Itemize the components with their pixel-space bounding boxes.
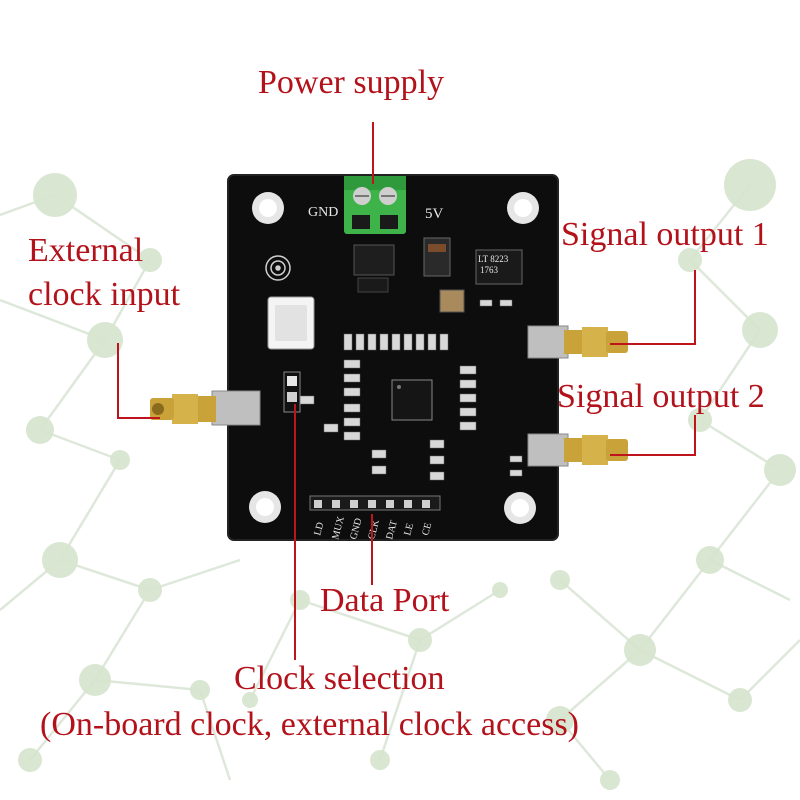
- leader-external-clock: [117, 343, 160, 419]
- mounting-hole-top-left: [252, 192, 284, 224]
- smd-components: [299, 299, 523, 481]
- label-clock-selection-line1: Clock selection: [234, 660, 445, 697]
- leader-signal-output-2: [610, 415, 696, 456]
- label-power-supply: Power supply: [258, 64, 445, 101]
- label-signal-output-2: Signal output 2: [557, 378, 765, 415]
- rf-logo: [265, 255, 291, 281]
- synthesizer-ic: [391, 379, 433, 421]
- label-signal-output-1: Signal output 1: [561, 216, 769, 253]
- silk-5v: 5V: [425, 206, 444, 222]
- data-port-pin-labels: LD MUX GND CLK DAT LE CE: [312, 515, 434, 541]
- crystal-oscillator: [267, 296, 315, 350]
- mounting-hole-bottom-left: [249, 491, 281, 523]
- label-data-port: Data Port: [320, 582, 450, 619]
- chip-marking-2: 1763: [480, 265, 499, 275]
- tantalum-capacitor-mid: [439, 289, 465, 313]
- pin-label-clk: CLK: [366, 518, 382, 541]
- mounting-hole-top-right: [507, 192, 539, 224]
- tantalum-capacitor-top: [423, 237, 451, 277]
- label-clock-selection-line2: (On-board clock, external clock access): [40, 706, 580, 743]
- pin-label-dat: DAT: [384, 519, 400, 541]
- background-network-graphic: [0, 184, 800, 781]
- data-port-header: [309, 495, 441, 511]
- external-clock-sma-connector: [150, 390, 261, 426]
- mounting-holes: [249, 192, 539, 524]
- linear-regulator-lt8223: [475, 249, 523, 285]
- pin-label-ld: LD: [312, 521, 326, 537]
- mounting-hole-bottom-right: [504, 492, 536, 524]
- pin-label-gnd: GND: [348, 517, 364, 541]
- leader-signal-output-1: [610, 270, 696, 345]
- silk-gnd: GND: [308, 205, 338, 220]
- pin-label-ce: CE: [420, 522, 434, 537]
- power-terminal-block: [344, 176, 406, 234]
- label-external-clock-line1: External: [28, 232, 144, 269]
- signal-output-1-sma-connector: [527, 325, 628, 359]
- signal-output-2-sma-connector: [527, 433, 628, 467]
- pin-label-le: LE: [402, 522, 416, 537]
- label-external-clock-line2: clock input: [28, 276, 181, 313]
- annotation-leader-lines: [117, 122, 696, 660]
- clock-selection-jumper: [283, 371, 301, 413]
- chip-marking-1: LT 8223: [478, 254, 509, 264]
- regulator-ic: [353, 244, 395, 293]
- background-network-nodes: [18, 159, 796, 790]
